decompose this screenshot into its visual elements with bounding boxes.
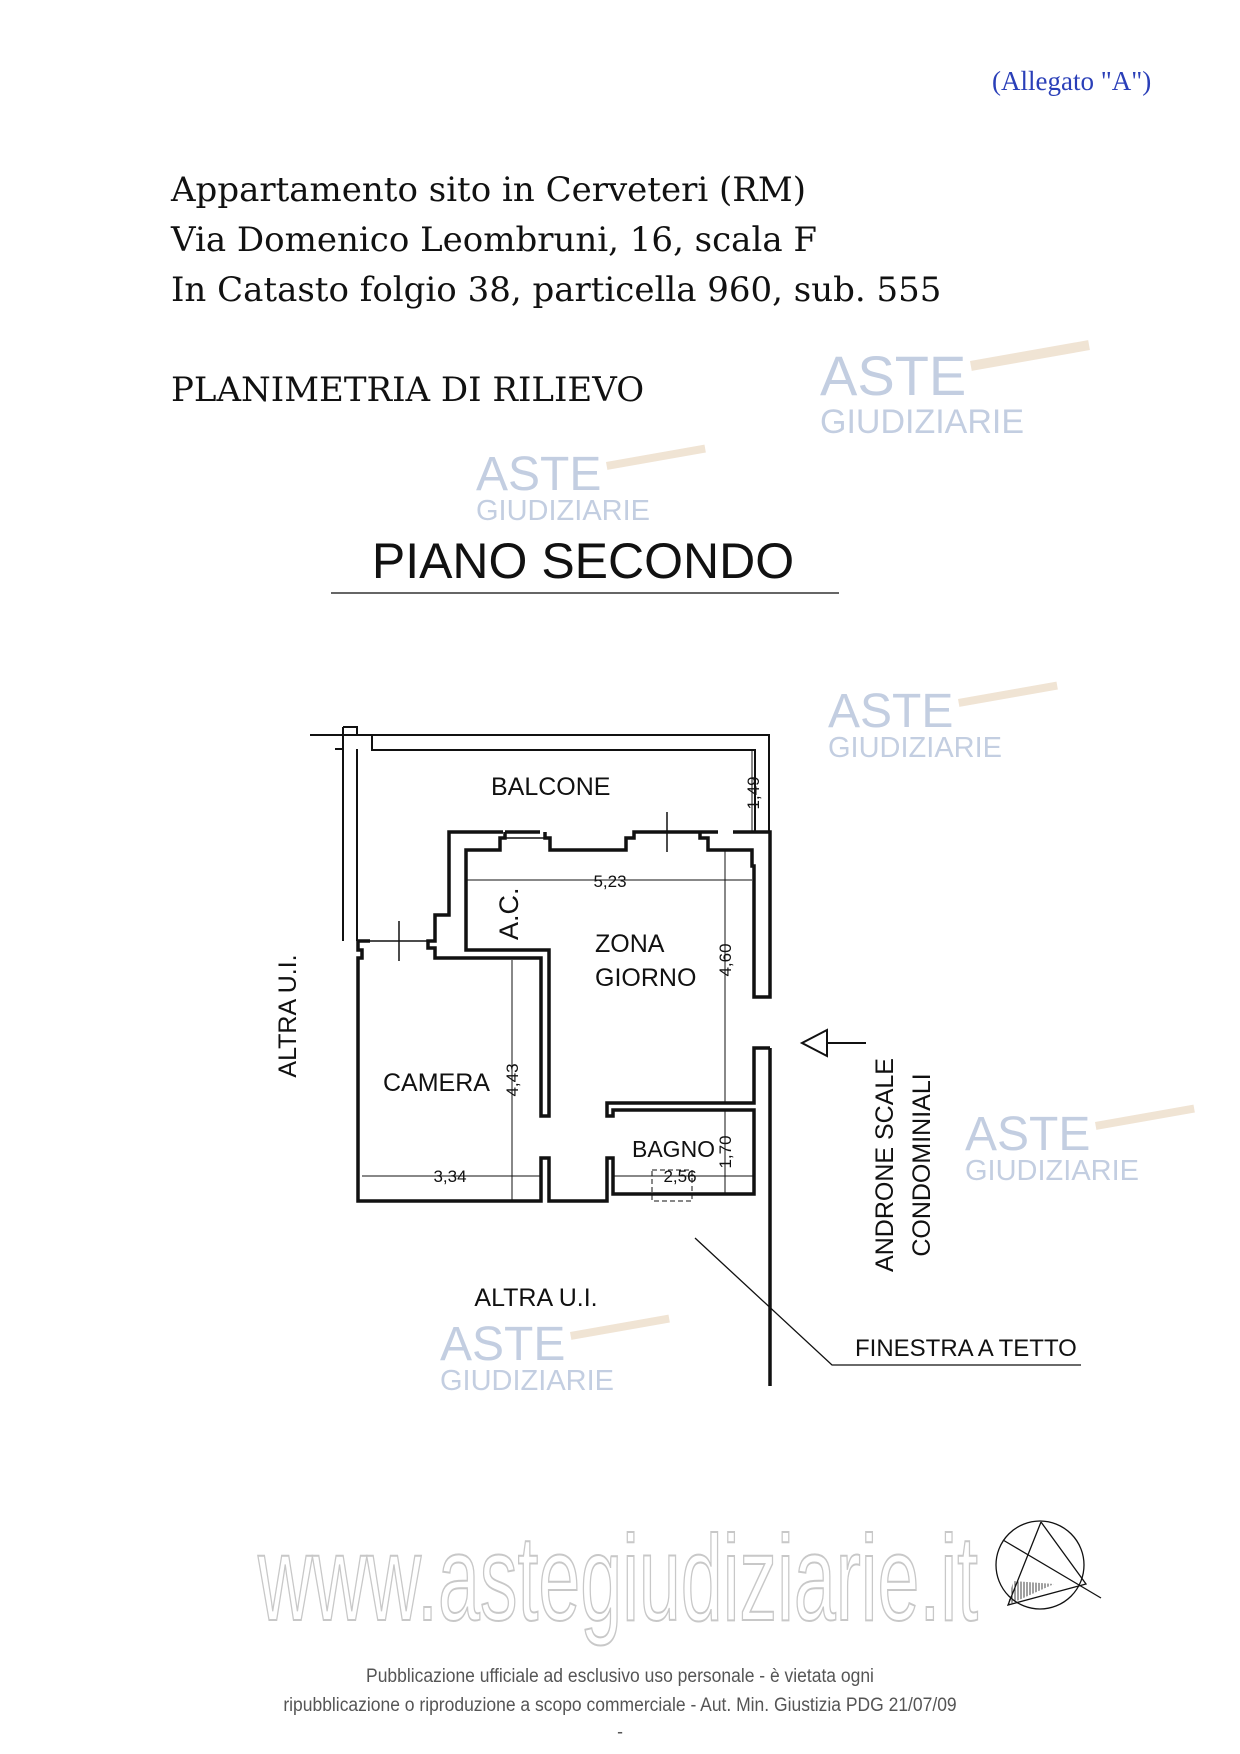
dim-bagno-width: 2,56 (663, 1167, 696, 1186)
title-line-3: In Catasto folgio 38, particella 960, su… (171, 270, 942, 310)
room-ac: A.C. (494, 887, 524, 940)
svg-text:GIUDIZIARIE: GIUDIZIARIE (965, 1155, 1139, 1187)
svg-text:ASTE: ASTE (476, 448, 601, 501)
svg-text:ASTE: ASTE (828, 685, 953, 738)
svg-text:ASTE: ASTE (440, 1318, 565, 1371)
label-androne: ANDRONE SCALE (871, 1058, 899, 1272)
label-condominiali: CONDOMINIALI (908, 1073, 936, 1256)
svg-text:ASTE: ASTE (820, 344, 966, 407)
openings (370, 812, 700, 961)
svg-text:GIUDIZIARIE: GIUDIZIARIE (820, 403, 1024, 441)
watermark-logo: ASTE GIUDIZIARIE (476, 444, 706, 527)
north-compass-icon (995, 1520, 1102, 1610)
room-zona: ZONA (595, 930, 665, 958)
watermark-logo: ASTE GIUDIZIARIE (820, 340, 1090, 441)
attachment-label: (Allegato "A") (992, 66, 1152, 96)
watermark-logo: ASTE GIUDIZIARIE (440, 1314, 670, 1397)
watermark-logo: ASTE GIUDIZIARIE (828, 681, 1058, 764)
room-giorno: GIORNO (595, 964, 696, 992)
balcony-outline (310, 726, 770, 941)
svg-text:GIUDIZIARIE: GIUDIZIARIE (828, 732, 1002, 764)
entrance-arrow-icon (799, 1028, 866, 1058)
finestra-leader-line (694, 1237, 1081, 1366)
dim-camera-width: 3,34 (433, 1167, 466, 1186)
svg-text:GIUDIZIARIE: GIUDIZIARIE (440, 1365, 614, 1397)
watermark-logo: ASTE GIUDIZIARIE (965, 1104, 1195, 1187)
site-watermark: www.astegiudiziarie.it (257, 1510, 978, 1646)
dim-zona-depth: 4,60 (716, 943, 735, 976)
dim-zona-width: 5,23 (593, 872, 626, 891)
footer-line-3: - (617, 1722, 623, 1743)
subtitle: PLANIMETRIA DI RILIEVO (171, 370, 645, 410)
title-line-2: Via Domenico Leombruni, 16, scala F (171, 220, 817, 260)
svg-text:GIUDIZIARIE: GIUDIZIARIE (476, 495, 650, 527)
label-finestra: FINESTRA A TETTO (855, 1335, 1077, 1362)
dim-bagno-depth: 1,70 (716, 1135, 735, 1168)
footer-line-2: ripubblicazione o riproduzione a scopo c… (283, 1695, 957, 1716)
floor-title: PIANO SECONDO (372, 533, 794, 589)
room-balcone: BALCONE (491, 773, 610, 801)
dim-balcone: 1,49 (744, 776, 763, 809)
dim-camera-depth: 4,43 (503, 1063, 522, 1096)
room-camera: CAMERA (383, 1069, 490, 1097)
label-altra-ui-left: ALTRA U.I. (274, 954, 302, 1077)
watermark-logos: ASTE GIUDIZIARIE ASTE GIUDIZIARIE ASTE G… (440, 340, 1195, 1397)
title-line-1: Appartamento sito in Cerveteri (RM) (171, 170, 806, 210)
room-bagno: BAGNO (632, 1136, 715, 1162)
walls (356, 830, 772, 1386)
svg-text:ASTE: ASTE (965, 1108, 1090, 1161)
label-altra-ui-bottom: ALTRA U.I. (474, 1284, 597, 1312)
footer-line-1: Pubblicazione ufficiale ad esclusivo uso… (366, 1666, 874, 1687)
dimension-lines (362, 750, 754, 1202)
